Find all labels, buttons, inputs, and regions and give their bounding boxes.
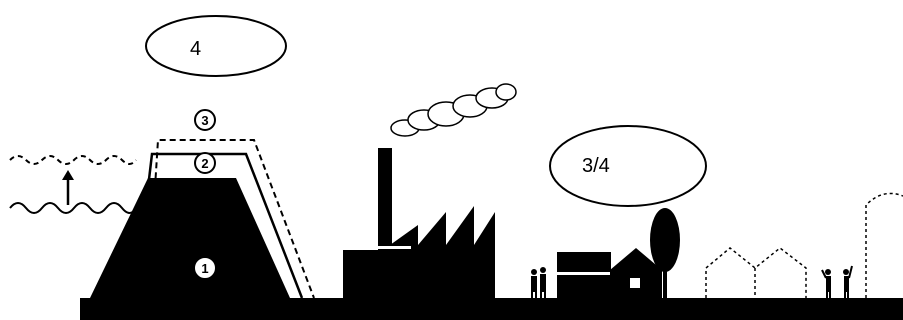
- people-waving-icon: [822, 266, 852, 300]
- level-1-label: 1: [201, 261, 208, 276]
- callout-top-left-text: 4: [190, 38, 201, 60]
- dike-body: [90, 178, 290, 298]
- factory-icon: [343, 148, 495, 300]
- level-marker-3: 3: [195, 110, 215, 130]
- current-water-line: [10, 203, 136, 213]
- level-marker-2: 2: [195, 153, 215, 173]
- callout-center: 3/4: [550, 126, 706, 206]
- callout-center-text: 3/4: [582, 155, 610, 177]
- people-pair-icon: [531, 267, 546, 300]
- level-marker-1: 1: [194, 257, 216, 279]
- raised-water-line: [10, 156, 136, 164]
- planned-tower-icon: [866, 193, 903, 298]
- house-window: [630, 278, 640, 288]
- water-rise-arrow-icon: [62, 170, 74, 205]
- level-3-label: 3: [201, 113, 208, 128]
- planned-houses-icon: [706, 248, 806, 298]
- level-2-label: 2: [201, 156, 208, 171]
- callout-top-left: 4: [146, 16, 286, 76]
- houses-icon: [557, 248, 662, 300]
- ground-line: [80, 298, 903, 320]
- smoke-cloud-icon: [391, 84, 516, 136]
- factory-window: [343, 246, 411, 249]
- water-waves: [10, 156, 136, 213]
